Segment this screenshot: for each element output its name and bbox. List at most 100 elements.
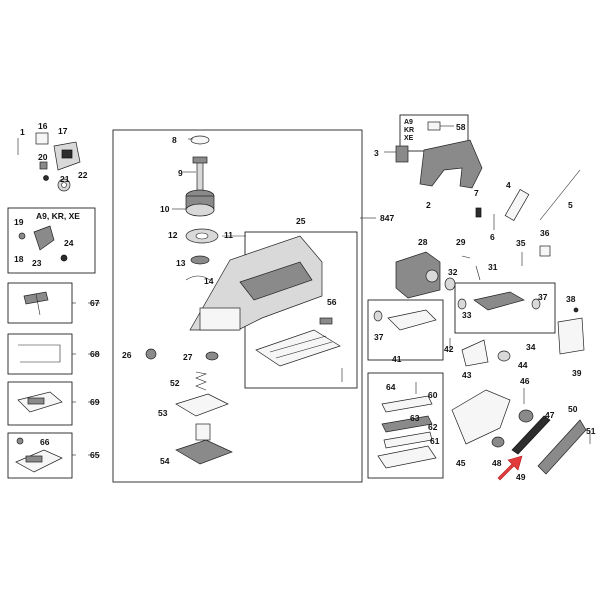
guard-39-shape — [557, 317, 585, 355]
label-46: 46 — [520, 376, 530, 386]
label-26: 26 — [122, 350, 132, 360]
label-1: 1 — [20, 127, 25, 137]
accessory-box-69 — [7, 381, 73, 426]
label-22: 22 — [78, 170, 88, 180]
handle-2-shape — [419, 139, 483, 189]
blade-62-shape — [381, 415, 433, 433]
label-61: 61 — [430, 436, 440, 446]
screw-38-shape — [573, 307, 579, 313]
depth-knob-box — [367, 299, 444, 361]
accessory-box-67 — [7, 282, 73, 324]
tube-4-shape — [504, 189, 530, 221]
label-23: 23 — [32, 258, 42, 268]
group-label-a9-kr-xe: A9, KR, XE — [36, 211, 80, 221]
label-48: 48 — [492, 458, 502, 468]
cover-45-shape — [451, 389, 511, 445]
base-plate-shape — [255, 329, 341, 367]
spring-52-shape — [195, 371, 208, 391]
cover-50-shape — [537, 419, 587, 475]
label-66: 66 — [40, 437, 50, 447]
part-21-shape — [43, 175, 49, 181]
label-63: 63 — [410, 413, 420, 423]
drum-61-shape — [377, 445, 437, 469]
label-11: 11 — [224, 230, 233, 240]
label-37b: 37 — [374, 332, 384, 342]
ring-32-shape — [444, 277, 456, 291]
label-37: 37 — [538, 292, 548, 302]
motor-28-shape — [395, 251, 441, 299]
plate-16-shape — [35, 132, 49, 145]
label-24: 24 — [64, 238, 74, 248]
label-21: 21 — [60, 174, 70, 184]
washer-44-shape — [497, 350, 511, 362]
label-49: 49 — [516, 472, 526, 482]
label-3: 3 — [374, 148, 379, 158]
label-847: 847 — [380, 213, 394, 223]
bolt-9-shape — [196, 159, 204, 193]
label-47: 47 — [545, 410, 555, 420]
label-56: 56 — [327, 297, 337, 307]
sticker-line-2: KR — [404, 127, 414, 134]
tool-67-shape — [23, 291, 49, 305]
label-33: 33 — [462, 310, 472, 320]
allen-key-68-shape — [18, 344, 61, 363]
label-19: 19 — [14, 217, 24, 227]
label-28: 28 — [418, 237, 428, 247]
label-39: 39 — [572, 368, 582, 378]
pulley-48-shape — [491, 436, 505, 448]
label-9: 9 — [178, 168, 183, 178]
part-20-shape — [39, 161, 48, 170]
label-10: 10 — [160, 204, 170, 214]
accessory-box-68 — [7, 333, 73, 375]
label-52: 52 — [170, 378, 180, 388]
part-36-shape — [539, 245, 551, 257]
label-2: 2 — [426, 200, 431, 210]
label-51: 51 — [586, 426, 596, 436]
label-64: 64 — [386, 382, 396, 392]
knob-37-shape — [387, 309, 437, 331]
sticker-line-1: A9 — [404, 119, 413, 126]
label-35: 35 — [516, 238, 526, 248]
label-62: 62 — [428, 422, 438, 432]
label-29: 29 — [456, 237, 466, 247]
leader-lines — [72, 125, 454, 456]
label-41: 41 — [392, 354, 402, 364]
nut-13-shape — [190, 255, 210, 265]
label-38: 38 — [566, 294, 576, 304]
part-7-shape — [475, 207, 482, 218]
label-43: 43 — [462, 370, 472, 380]
accessory-box-65 — [7, 432, 73, 479]
label-32: 32 — [448, 267, 458, 277]
label-16: 16 — [38, 121, 48, 131]
lever-19-shape — [33, 225, 55, 251]
pulley-47-shape — [518, 409, 534, 423]
part-43-shape — [461, 339, 489, 367]
label-14: 14 — [204, 276, 214, 286]
highlight-arrow — [497, 455, 523, 481]
plate-53-shape — [175, 393, 229, 417]
label-6: 6 — [490, 232, 495, 242]
sticker-line-3: XE — [404, 135, 414, 142]
label-12: 12 — [168, 230, 178, 240]
label-7: 7 — [474, 188, 479, 198]
label-36: 36 — [540, 228, 550, 238]
cable-5-shape — [539, 169, 581, 221]
label-60: 60 — [428, 390, 438, 400]
accessory-box-a9-kr-xe — [7, 207, 96, 274]
label-50: 50 — [568, 404, 578, 414]
label-27: 27 — [183, 352, 193, 362]
label-58: 58 — [456, 122, 466, 132]
armature-33-shape — [473, 291, 525, 311]
label-25: 25 — [296, 216, 306, 226]
part-56-shape — [319, 317, 333, 325]
part-63-shape — [383, 431, 433, 449]
belt-49-shape — [511, 415, 551, 455]
label-4: 4 — [506, 180, 511, 190]
clip-14-shape — [185, 275, 211, 281]
knob-26-shape — [145, 348, 157, 360]
label-34: 34 — [526, 342, 536, 352]
label-13: 13 — [176, 258, 186, 268]
label-20: 20 — [38, 152, 48, 162]
part-27-shape — [205, 351, 219, 361]
